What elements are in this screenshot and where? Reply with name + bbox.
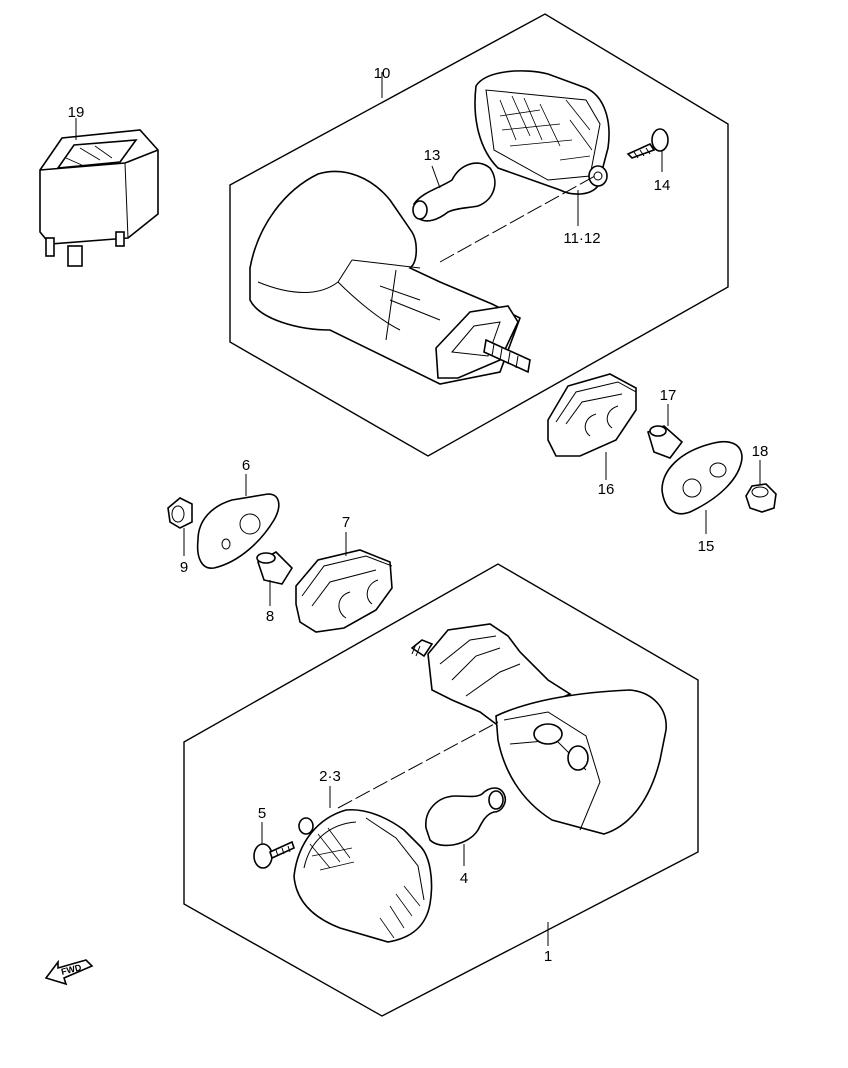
label-1: 1 <box>544 948 552 965</box>
label-13: 13 <box>424 147 441 164</box>
label-4: 4 <box>460 870 468 887</box>
label-15: 15 <box>698 538 715 555</box>
fwd-arrow-label: FWD <box>60 962 83 977</box>
screw-part-5 <box>253 822 295 869</box>
label-18: 18 <box>752 443 769 460</box>
plate-part-6 <box>196 474 280 569</box>
lens-part-2-3 <box>293 786 433 943</box>
label-7: 7 <box>342 514 350 531</box>
label-19: 19 <box>68 104 85 121</box>
label-11-12: 11·12 <box>563 230 600 247</box>
cushion-part-16 <box>547 373 637 480</box>
label-5: 5 <box>258 805 266 822</box>
relay-part-19 <box>39 118 159 267</box>
nut-part-18 <box>745 460 777 513</box>
spacer-part-8 <box>256 551 294 606</box>
cushion-part-7 <box>295 532 393 633</box>
upper-assembly-frame <box>229 13 729 457</box>
lens-part-11-12 <box>439 70 610 263</box>
spacer-part-17 <box>647 404 684 459</box>
label-2-3: 2·3 <box>319 768 341 785</box>
label-14: 14 <box>654 177 671 194</box>
fwd-arrow-icon: FWD <box>44 959 94 986</box>
label-17: 17 <box>660 387 677 404</box>
label-10: 10 <box>374 65 391 82</box>
lower-assembly-frame <box>183 563 699 1017</box>
label-16: 16 <box>598 481 615 498</box>
label-6: 6 <box>242 457 250 474</box>
label-8: 8 <box>266 608 274 625</box>
turn-signal-housing-part-10 <box>249 72 531 385</box>
bulb-part-4 <box>425 787 507 866</box>
plate-part-15 <box>661 440 743 534</box>
nut-part-9 <box>167 497 193 556</box>
bulb-part-13 <box>412 162 496 222</box>
turn-signal-housing-part-1 <box>337 623 667 835</box>
label-9: 9 <box>180 559 188 576</box>
screw-part-14 <box>626 128 669 172</box>
